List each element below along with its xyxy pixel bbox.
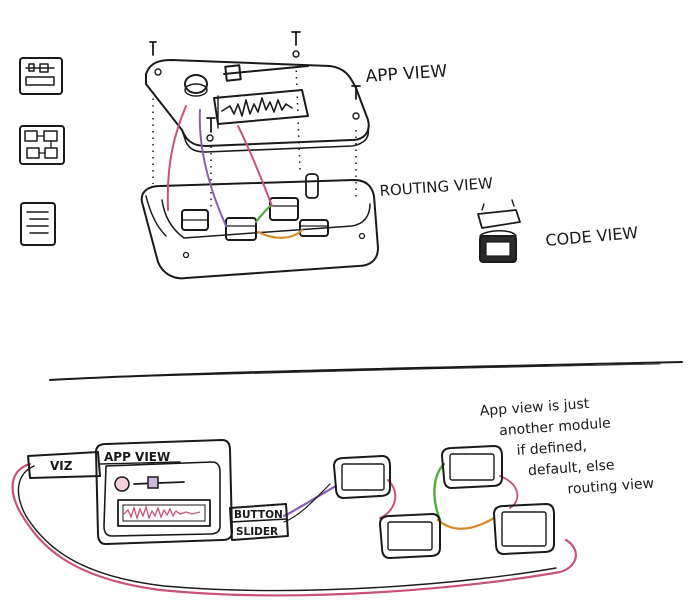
screw-icon — [291, 31, 301, 46]
wires-top — [166, 105, 304, 239]
screw-icon — [149, 41, 157, 56]
note-line: routing view — [567, 476, 655, 498]
app-view-icon[interactable] — [19, 57, 63, 95]
module-node-4[interactable] — [493, 503, 555, 555]
screw-icon — [206, 117, 216, 133]
module-icon — [269, 197, 299, 221]
module-icon — [181, 209, 209, 231]
app-view-module[interactable]: APP VIEW — [95, 439, 233, 545]
note-line: default, else — [528, 457, 615, 479]
note: App view is just another module if defin… — [479, 396, 655, 498]
section-divider — [49, 361, 683, 381]
standoff-icon — [305, 173, 319, 199]
note-line: App view is just — [479, 396, 590, 420]
screw-icon — [351, 85, 361, 100]
wires-bottom — [11, 462, 577, 597]
routing-view-label: ROUTING VIEW — [379, 174, 494, 200]
code-view-module — [477, 199, 521, 263]
note-line: another module — [499, 415, 612, 439]
viz-label: VIZ — [50, 459, 73, 473]
knob-icon — [114, 476, 130, 492]
button-label: BUTTON — [234, 509, 283, 521]
display-icon — [117, 499, 211, 527]
module-icon — [225, 217, 257, 241]
display-icon — [213, 89, 309, 125]
code-view-icon[interactable] — [20, 202, 56, 246]
slider-handle — [147, 476, 159, 489]
module-node-2[interactable] — [441, 445, 503, 489]
knob-icon — [184, 74, 208, 94]
viz-module[interactable]: VIZ — [27, 451, 101, 479]
app-view-panel — [145, 31, 370, 153]
module-icon — [299, 219, 329, 237]
routing-view-icon[interactable] — [19, 125, 65, 165]
module-node-3[interactable] — [379, 513, 441, 559]
button-slider-module[interactable]: BUTTON SLIDER — [229, 503, 289, 541]
slider-track — [133, 481, 185, 485]
slider-handle — [224, 64, 242, 82]
code-view-label: CODE VIEW — [545, 223, 639, 250]
note-line: if defined, — [516, 438, 587, 459]
routing-view-box — [140, 173, 379, 280]
slider-label: SLIDER — [236, 526, 278, 538]
app-view-label: APP VIEW — [365, 61, 448, 87]
guide-lines — [152, 63, 357, 210]
app-view-box-label: APP VIEW — [104, 450, 170, 464]
module-node-1[interactable] — [333, 455, 391, 499]
slider-track — [223, 65, 309, 75]
